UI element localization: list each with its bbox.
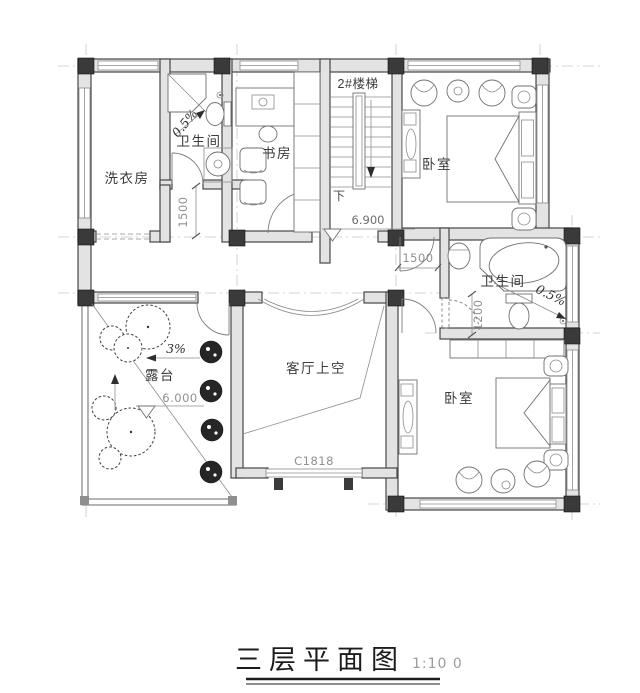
tree-icon-2 — [91, 395, 156, 470]
bath1-fixtures — [167, 73, 233, 183]
labels: 洗衣房 卫生间 书房 2#楼梯 卧室 卫生间 卧室 客厅上空 露台 1500 1… — [105, 76, 569, 468]
room-label-bedroom-top: 卧室 — [422, 156, 452, 172]
nightstands-icon — [511, 85, 537, 231]
elevation-stairs: 6.900 — [352, 213, 385, 227]
bookshelf-icon — [293, 71, 321, 233]
stair-handrail — [352, 92, 366, 190]
room-label-terrace: 露台 — [145, 368, 175, 383]
terrace-up-arrow — [111, 374, 119, 410]
window-top-laundry — [97, 60, 159, 71]
slope-terrace: 3% — [166, 341, 186, 356]
window-tag-c1818: C1818 — [294, 454, 334, 468]
windows — [78, 60, 579, 509]
bedroom2-furniture — [398, 339, 569, 494]
stair-down-mark: 下 — [333, 189, 345, 203]
drawing-title: 三层平面图 — [235, 645, 405, 675]
room-label-bath-top: 卫生间 — [177, 134, 222, 149]
tv-cabinet-icon — [398, 379, 418, 455]
armchairs-icon-2 — [455, 460, 551, 494]
columns — [77, 57, 581, 513]
dim-bath-width: 1200 — [471, 299, 485, 330]
bedroom1-furniture — [401, 79, 537, 231]
door-bedroom2 — [401, 298, 437, 334]
floor-drain-icon — [216, 91, 224, 99]
door-terrace — [196, 302, 230, 336]
elevation-marker-stairs — [322, 228, 415, 242]
room-label-stairs: 2#楼梯 — [338, 76, 379, 91]
window-bath2-right — [566, 245, 579, 323]
room-label-study: 书房 — [262, 146, 292, 161]
armchairs-icon — [410, 79, 506, 107]
chairs-icon — [239, 147, 267, 206]
window-left-laundry — [78, 87, 91, 219]
bathtub-icon — [479, 237, 567, 292]
window-bedroom2-right — [566, 349, 579, 491]
sink-icon-2 — [447, 242, 471, 270]
room-label-laundry: 洗衣房 — [105, 171, 150, 186]
living-void-graphics — [242, 298, 385, 435]
bed-icon — [446, 111, 537, 205]
door-bath1 — [171, 152, 204, 185]
shower-icon — [167, 73, 207, 113]
stairs-block — [330, 92, 392, 190]
terrace-graphics — [91, 303, 233, 498]
toilet-icon — [205, 101, 232, 127]
window-bedroom2-bottom — [419, 499, 557, 509]
bath2-fixtures — [447, 237, 567, 330]
room-label-bath-right: 卫生间 — [481, 274, 526, 289]
desk-icon — [235, 87, 295, 143]
elevation-marker-terrace — [136, 405, 204, 419]
title-block: 三层平面图 1:10 0 — [235, 645, 463, 685]
window-hall-terrace — [97, 293, 197, 302]
window-top-study — [239, 60, 299, 71]
sink-icon — [203, 147, 233, 183]
elevation-terrace: 6.000 — [162, 391, 197, 405]
room-label-living-void: 客厅上空 — [286, 360, 346, 376]
slope-arrows — [146, 110, 566, 362]
tree-icon — [99, 304, 171, 363]
window-top-bedroom — [407, 60, 521, 71]
dim-hall-width: 1500 — [176, 196, 190, 227]
room-label-bedroom-bottom: 卧室 — [444, 390, 474, 406]
window-c1818 — [265, 468, 363, 478]
window-bedroom1-right — [536, 84, 549, 204]
dim-entry-width: 1500 — [402, 251, 433, 265]
study-furniture — [235, 71, 321, 233]
wardrobe-icon — [449, 339, 565, 359]
dresser-icon — [401, 109, 421, 179]
bed-icon-2 — [495, 377, 567, 449]
toilet-icon-2 — [505, 293, 533, 330]
nightstands-icon-2 — [543, 355, 569, 471]
dimension-graphics — [136, 182, 477, 419]
stair-direction-arrow — [367, 167, 375, 178]
drawing-scale: 1:10 0 — [412, 656, 463, 672]
door-bath2 — [441, 297, 480, 331]
planter-icons — [199, 340, 224, 484]
